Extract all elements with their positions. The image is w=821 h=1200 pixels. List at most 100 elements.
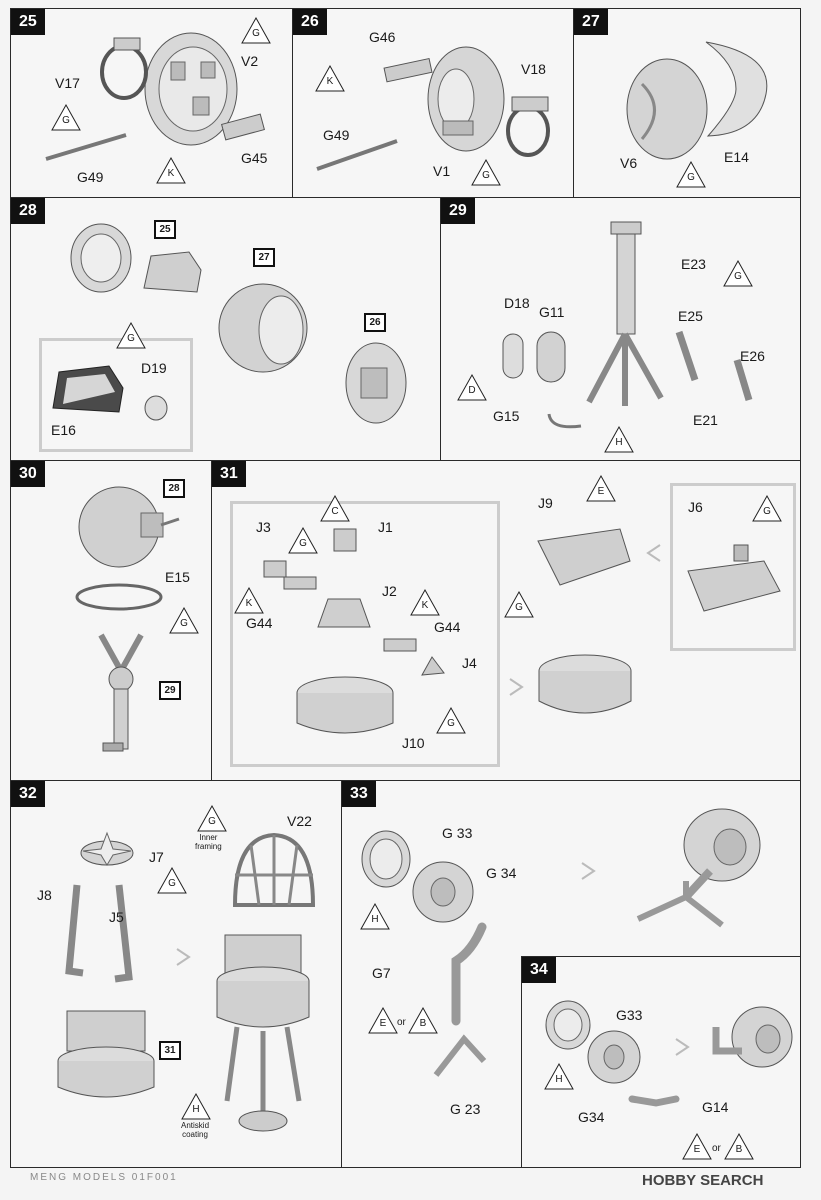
wedge-part [421,656,445,676]
wheel-part [587,1030,641,1084]
or-label: or [712,1143,721,1154]
wheel-cap-part [545,1000,591,1050]
mount-part [317,598,371,628]
label-j8: J8 [37,887,52,903]
leg-part [675,330,699,382]
label-j10: J10 [402,735,425,751]
arrow-right [509,678,524,696]
step-number: 29 [441,198,475,224]
arrow-left [646,544,661,562]
glue-g-triangle: G [436,707,466,734]
glue-e-triangle: E [586,475,616,502]
bracket-part [383,638,417,652]
label-j1: J1 [378,519,393,535]
arrow-right [581,862,596,880]
label-e23: E23 [681,256,706,272]
label-e21: E21 [693,412,718,428]
step-number: 33 [342,781,376,807]
arm-part [628,1095,680,1107]
ring-part [506,96,550,157]
glue-g-triangle: G [241,17,271,44]
label-j9: J9 [538,495,553,511]
detail-box [39,338,193,452]
glue-h-triangle: H [544,1063,574,1090]
label-g49: G49 [323,127,350,143]
glue-d-triangle: D [457,374,487,401]
star-plate-part [80,831,134,866]
glue-h-triangle: H [181,1093,211,1120]
label-d18: D18 [504,295,530,311]
label-g34: G 34 [486,865,517,881]
brand-footer: MENG MODELS 01F001 [30,1172,178,1183]
step-number: 30 [11,461,45,487]
label-g7: G7 [372,965,391,981]
label-g49: G49 [77,169,104,185]
label-v2: V2 [241,53,259,69]
label-g44: G44 [246,615,273,631]
step-31-panel: 31 J1 J3 J2 G44 G44 J4 J10 J9 J6 C G K K… [211,460,801,781]
sensor-block-part [143,251,202,293]
or-label: or [397,1017,406,1028]
glue-g-triangle: G [676,161,706,188]
arm-part [451,922,487,1026]
label-v22: V22 [287,813,312,829]
label-g11: G11 [539,304,565,320]
label-j5: J5 [109,909,124,925]
label-v18: V18 [521,61,546,77]
label-g45: G45 [241,150,268,166]
detail-box [670,483,796,651]
fork-part [433,1034,487,1077]
glue-g-triangle: G [169,607,199,634]
rod-part [45,133,127,161]
ring-part [75,583,163,611]
glue-e-triangle: E [682,1133,712,1160]
assembled-wheel-part [636,808,761,928]
block-part [263,560,287,578]
bracket-part [383,57,433,83]
step-28-panel: 28 25 27 26 D19 E16 G [10,197,441,461]
glue-b-triangle: B [724,1133,754,1160]
watermark: HOBBY SEARCH [642,1172,764,1189]
glue-h-triangle: H [360,903,390,930]
step-number: 31 [212,461,246,487]
glue-g-triangle: G [157,867,187,894]
step-29-panel: 29 E23 D18 G11 E25 E26 G15 E21 G D H [440,197,801,461]
step-number: 34 [522,957,556,983]
label-j6: J6 [688,499,703,515]
dome-assembly-part [345,342,407,424]
glue-k-triangle: K [156,157,186,184]
label-g14: G14 [702,1099,729,1115]
plate-part [502,333,524,379]
glue-k-triangle: K [410,589,440,616]
leg-part [733,358,753,402]
glue-k-triangle: K [234,587,264,614]
label-e14: E14 [724,149,749,165]
label-g46: G46 [369,29,396,45]
label-g33: G 33 [442,825,473,841]
glue-g-triangle: G [504,591,534,618]
step-25-panel: 25 V17 V2 G45 G49 G G K [10,8,293,198]
arrow-right [675,1038,690,1056]
cap-part [705,41,768,137]
label-g33: G33 [616,1007,643,1023]
step-32-panel: 32 31 J7 J8 J5 V22 Inner framing Antiski… [10,780,342,1168]
tank-part [536,331,566,383]
step-27-panel: 27 V6 E14 G [573,8,801,198]
ref-step-26: 26 [364,313,386,332]
label-g34: G34 [578,1109,605,1125]
stand-assembly-part [98,633,144,752]
base-assembly-part [57,1010,155,1098]
label-v6: V6 [620,155,638,171]
ref-step-25: 25 [154,220,176,239]
antiskid-coating-note: Antiskid coating [181,1121,210,1139]
block-part [333,528,357,552]
step-number: 32 [11,781,45,807]
step-26-panel: 26 G46 V18 G49 V1 K G [292,8,574,198]
wheel-part [412,861,474,923]
leg-pair-part [65,884,133,983]
label-e25: E25 [678,308,703,324]
glue-g-triangle: G [197,805,227,832]
sphere-part [626,58,708,160]
step-30-panel: 30 28 29 E15 G [10,460,212,781]
label-e26: E26 [740,348,765,364]
